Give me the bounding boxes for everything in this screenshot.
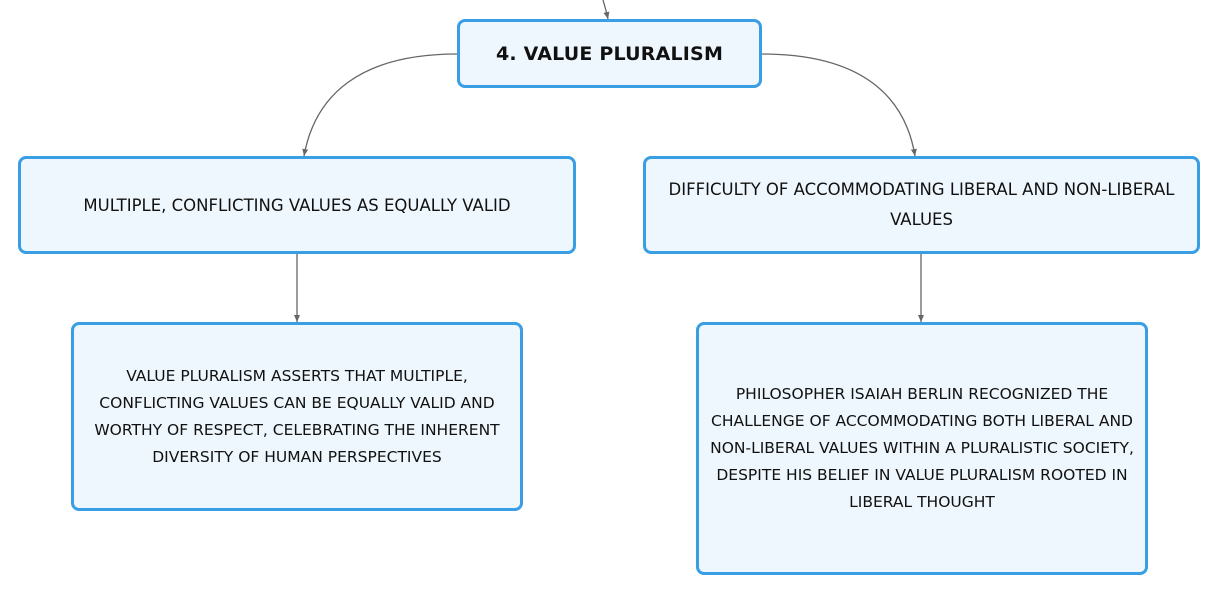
connector-root-to-branch-right bbox=[761, 53, 917, 157]
branch-node-label: DIFFICULTY OF ACCOMMODATING LIBERAL AND … bbox=[668, 180, 1175, 229]
root-node[interactable]: 4. VALUE PLURALISM bbox=[457, 19, 762, 88]
detail-node-berlin[interactable]: PHILOSOPHER ISAIAH BERLIN RECOGNIZED THE… bbox=[696, 322, 1148, 575]
branch-node-accommodation-difficulty[interactable]: DIFFICULTY OF ACCOMMODATING LIBERAL AND … bbox=[643, 156, 1200, 254]
connector-root-to-branch-left bbox=[302, 53, 458, 157]
detail-node-multiple-values[interactable]: VALUE PLURALISM ASSERTS THAT MULTIPLE, C… bbox=[71, 322, 523, 511]
detail-node-text: VALUE PLURALISM ASSERTS THAT MULTIPLE, C… bbox=[94, 366, 500, 466]
detail-node-text: PHILOSOPHER ISAIAH BERLIN RECOGNIZED THE… bbox=[710, 385, 1134, 511]
connector-parent-to-root bbox=[602, 0, 610, 20]
root-node-label: 4. VALUE PLURALISM bbox=[495, 42, 724, 65]
branch-node-label: MULTIPLE, CONFLICTING VALUES AS EQUALLY … bbox=[83, 195, 511, 215]
branch-node-multiple-values[interactable]: MULTIPLE, CONFLICTING VALUES AS EQUALLY … bbox=[18, 156, 576, 254]
